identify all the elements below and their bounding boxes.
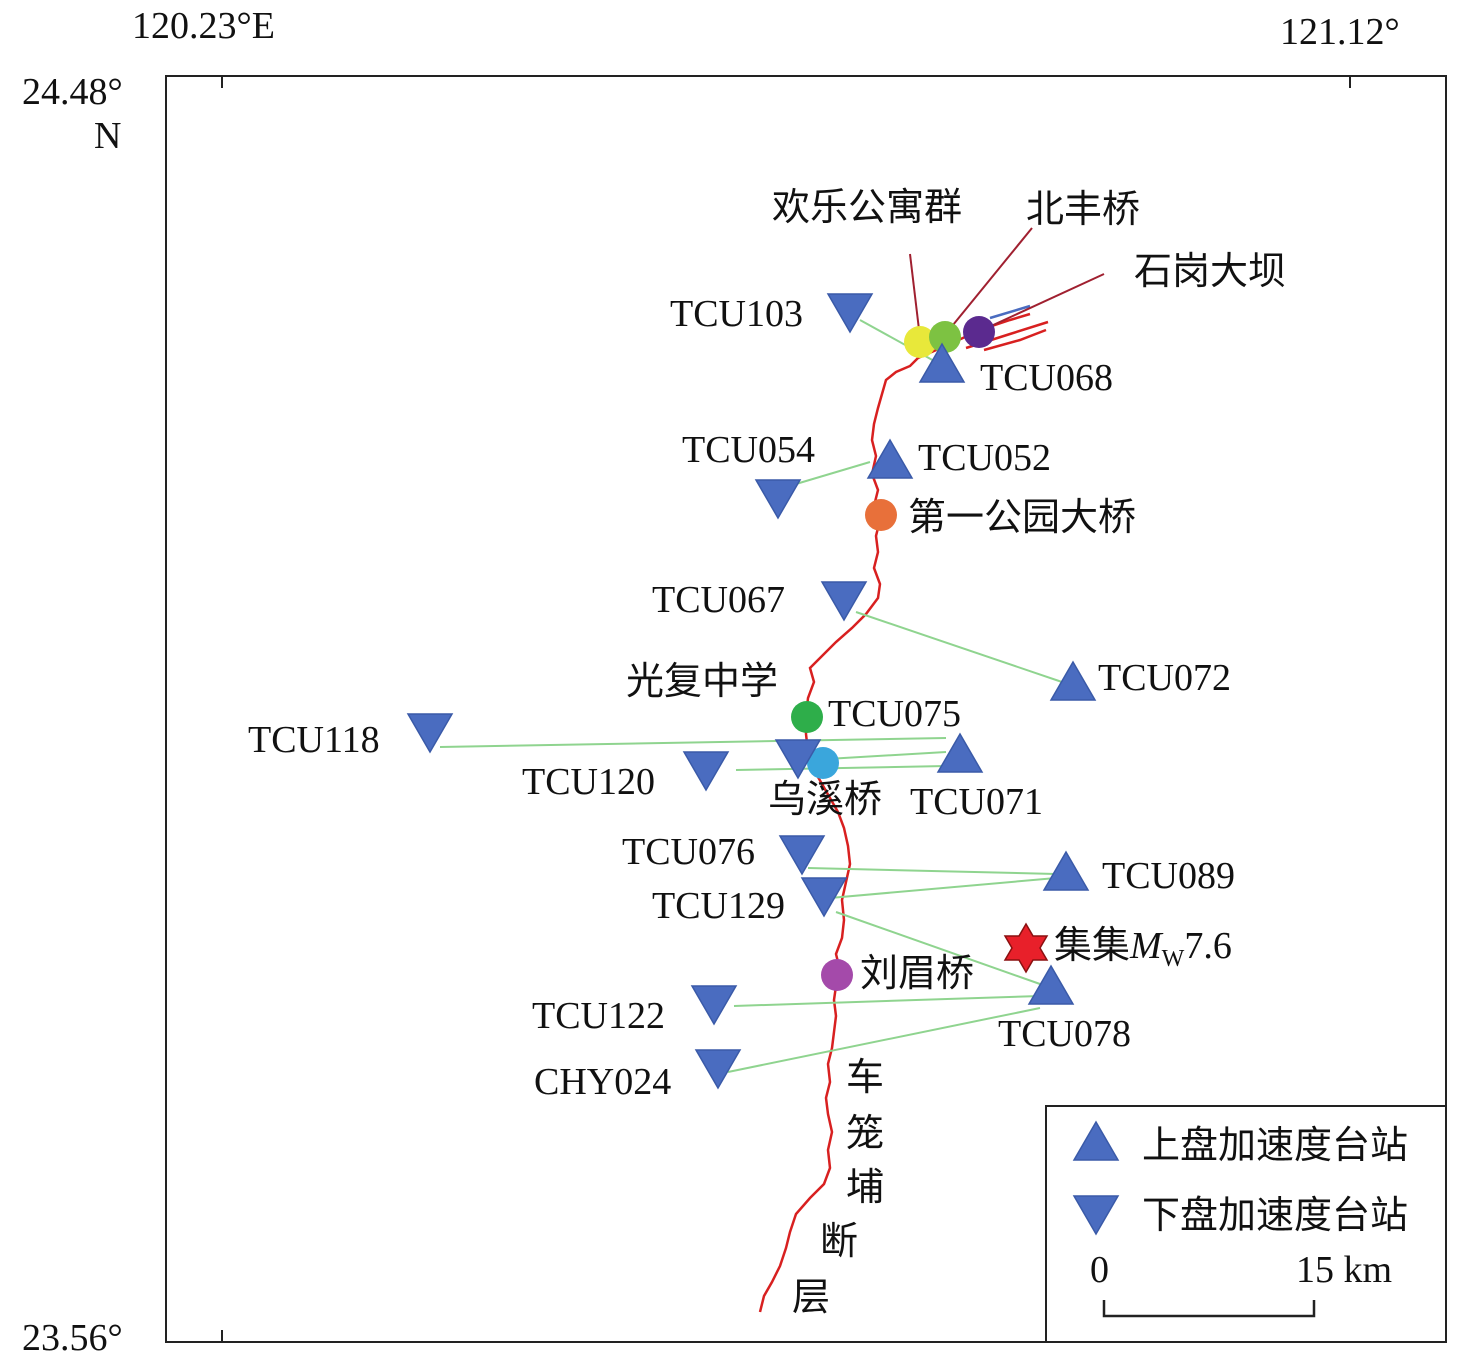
station-label-tcu122: TCU122 xyxy=(532,995,665,1037)
epicenter-star-icon xyxy=(1003,922,1049,974)
fault-name-char-0: 车 xyxy=(846,1057,884,1099)
station-label-tcu054: TCU054 xyxy=(682,429,815,471)
station-marker-tcu122 xyxy=(690,985,738,1026)
pair-line-chy024-tcu078 xyxy=(727,1007,1041,1073)
station-marker-tcu120 xyxy=(682,751,730,792)
lat-max-label: 24.48° xyxy=(22,71,123,113)
epicenter-magnitude-value: 7.6 xyxy=(1184,925,1232,967)
site-marker-3 xyxy=(865,499,897,531)
scale-bar xyxy=(1102,1300,1316,1318)
legend-up-label: 上盘加速度台站 xyxy=(1142,1125,1408,1167)
legend-box xyxy=(1045,1105,1447,1343)
epicenter: 集集MW7.6 xyxy=(1003,922,1232,974)
station-marker-tcu054 xyxy=(754,479,802,520)
fault-branch-3 xyxy=(983,328,1047,352)
station-marker-tcu129 xyxy=(800,877,848,918)
station-label-tcu076: TCU076 xyxy=(622,831,755,873)
lat-min-label: 23.56° xyxy=(22,1317,123,1359)
legend-down-label: 下盘加速度台站 xyxy=(1142,1195,1408,1237)
lon-min-label: 120.23°E xyxy=(132,5,275,47)
station-marker-tcu072 xyxy=(1049,660,1097,701)
pair-line-tcu076-tcu089 xyxy=(807,867,1057,875)
station-label-tcu052: TCU052 xyxy=(918,437,1051,479)
site-labels: 欢乐公寓群 北丰桥 石岗大坝 第一公园大桥 光复中学 乌溪桥 刘眉桥 xyxy=(626,187,1286,995)
site-label-6: 刘眉桥 xyxy=(860,953,974,995)
pair-line-tcu054-tcu052 xyxy=(795,461,871,485)
fault-name-char-2: 埔 xyxy=(846,1167,884,1209)
station-marker-tcu076 xyxy=(778,835,826,876)
station-label-tcu078: TCU078 xyxy=(998,1013,1131,1055)
fault-name-char-1: 笼 xyxy=(846,1113,884,1155)
station-label-tcu118: TCU118 xyxy=(248,719,380,761)
legend: 上盘加速度台站 下盘加速度台站 0 15 km xyxy=(1045,1105,1447,1343)
station-marker-chy024 xyxy=(694,1049,742,1090)
site-marker-2 xyxy=(963,316,995,348)
site-label-3: 第一公园大桥 xyxy=(908,497,1136,539)
site-label-5: 乌溪桥 xyxy=(768,779,882,821)
site-leader-lines xyxy=(909,227,1105,339)
legend-down-triangle-icon xyxy=(1072,1195,1120,1236)
fault-main-line xyxy=(758,357,919,1313)
station-marker-tcu075 xyxy=(774,739,822,780)
site-marker-0 xyxy=(904,326,936,358)
station-marker-tcu118 xyxy=(406,713,454,754)
site-marker-4 xyxy=(791,701,823,733)
station-label-tcu071: TCU071 xyxy=(910,781,1043,823)
station-marker-tcu067 xyxy=(820,581,868,622)
leader-line-site-1 xyxy=(943,227,1033,337)
leader-line-site-2 xyxy=(977,273,1105,333)
station-label-tcu072: TCU072 xyxy=(1098,657,1231,699)
scale-bar-end: 15 km xyxy=(1296,1249,1392,1291)
site-label-0: 欢乐公寓群 xyxy=(772,187,962,229)
fault-name: 车 笼 埔 断 层 xyxy=(792,1057,884,1319)
epicenter-name: 集集 xyxy=(1054,925,1130,967)
station-labels: TCU103 TCU068 TCU054 TCU052 TCU067 TCU07… xyxy=(248,293,1235,1103)
station-label-chy024: CHY024 xyxy=(534,1061,671,1103)
map-frame xyxy=(165,75,1447,1343)
station-marker-tcu089 xyxy=(1042,850,1090,891)
pair-line-tcu129-tcu089 xyxy=(829,877,1057,899)
station-marker-tcu052 xyxy=(866,438,914,479)
site-label-2: 石岗大坝 xyxy=(1134,251,1286,293)
station-label-tcu089: TCU089 xyxy=(1102,855,1235,897)
epicenter-magnitude-prefix: M xyxy=(1129,925,1164,967)
station-label-tcu067: TCU067 xyxy=(652,579,785,621)
station-marker-tcu068 xyxy=(918,342,966,383)
lon-max-label: 121.12° xyxy=(1280,11,1400,53)
scale-bar-zero: 0 xyxy=(1090,1249,1109,1291)
fault-branch-4 xyxy=(989,304,1031,320)
station-label-tcu129: TCU129 xyxy=(652,885,785,927)
pair-line-tcu118-tcu071 xyxy=(439,737,947,748)
site-markers xyxy=(791,316,995,991)
site-label-4: 光复中学 xyxy=(626,661,778,703)
station-marker-tcu078 xyxy=(1027,964,1075,1005)
station-label-tcu075: TCU075 xyxy=(828,693,961,735)
station-label-tcu103: TCU103 xyxy=(670,293,803,335)
station-markers xyxy=(406,293,1097,1090)
epicenter-label: 集集MW7.6 xyxy=(1054,925,1232,972)
lat-max-suffix: N xyxy=(94,115,121,157)
site-marker-6 xyxy=(821,959,853,991)
pair-line-tcu122-tcu078 xyxy=(733,995,1041,1007)
epicenter-magnitude-sub: W xyxy=(1162,946,1185,972)
station-label-tcu120: TCU120 xyxy=(522,761,655,803)
pair-line-tcu067-tcu072 xyxy=(855,611,1063,683)
station-marker-tcu071 xyxy=(936,732,984,773)
station-marker-tcu103 xyxy=(826,293,874,334)
fault-name-char-4: 层 xyxy=(792,1277,830,1319)
fault-name-char-3: 断 xyxy=(820,1221,858,1263)
pair-line-tcu120-tcu071 xyxy=(735,765,947,771)
legend-up-triangle-icon xyxy=(1072,1120,1120,1161)
site-marker-5 xyxy=(807,747,839,779)
station-label-tcu068: TCU068 xyxy=(980,357,1113,399)
leader-line-site-0 xyxy=(909,253,921,339)
site-marker-1 xyxy=(929,321,961,353)
site-label-1: 北丰桥 xyxy=(1026,189,1140,231)
pair-line-tcu129-tcu078 xyxy=(835,911,1041,985)
